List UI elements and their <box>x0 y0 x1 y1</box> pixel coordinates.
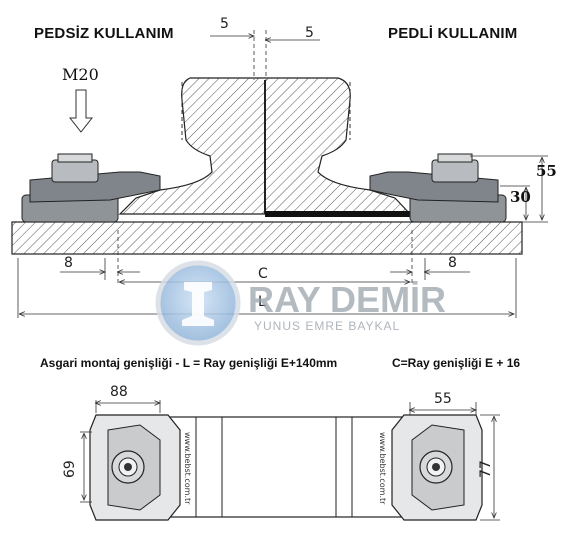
base-plate <box>11 221 523 255</box>
bolt-size-label: M20 <box>62 65 99 84</box>
heading-with-pad: PEDLİ KULLANIM <box>388 25 518 42</box>
plan-clamp-right: www.bebst.com.tr <box>378 414 483 521</box>
rail-icon <box>182 282 214 326</box>
website-left: www.bebst.com.tr <box>183 432 192 505</box>
plan-rail <box>159 416 411 518</box>
dim-88: 88 <box>110 384 128 400</box>
website-right: www.bebst.com.tr <box>378 432 387 505</box>
dim-top-left: 5 <box>220 16 229 32</box>
dim-height-30: 30 <box>510 188 531 206</box>
dim-77: 77 <box>478 460 494 478</box>
bolt-arrow <box>68 89 94 133</box>
plan-view: www.bebst.com.tr www.bebst.com.tr 88 55 … <box>62 384 500 521</box>
dim-top-right: 5 <box>305 25 314 41</box>
section-view: M20 5 5 55 30 8 8 C L <box>11 16 557 318</box>
dim-C: C <box>258 266 268 282</box>
note-C-formula: C=Ray genişliği E + 16 <box>392 356 521 370</box>
dim-left-8: 8 <box>64 255 73 271</box>
clamp-right <box>369 153 507 223</box>
watermark-title: RAY DEMİR <box>248 279 446 320</box>
note-minimum-width: Asgari montaj genişliği - L = Ray genişl… <box>40 356 338 370</box>
clamp-left <box>21 153 161 223</box>
dim-55-plan: 55 <box>434 391 452 407</box>
dim-L: L <box>258 294 266 310</box>
heading-without-pad: PEDSİZ KULLANIM <box>34 25 174 42</box>
rail-dashed-outline <box>181 82 351 140</box>
rail-pad <box>265 211 410 217</box>
dim-69: 69 <box>62 460 78 478</box>
watermark-subtitle: YUNUS EMRE BAYKAL <box>254 319 400 333</box>
dim-height-55: 55 <box>536 162 557 180</box>
dim-right-8: 8 <box>448 255 457 271</box>
watermark: RAY DEMİR YUNUS EMRE BAYKAL <box>155 260 446 346</box>
plan-clamp-left: www.bebst.com.tr <box>89 414 192 521</box>
